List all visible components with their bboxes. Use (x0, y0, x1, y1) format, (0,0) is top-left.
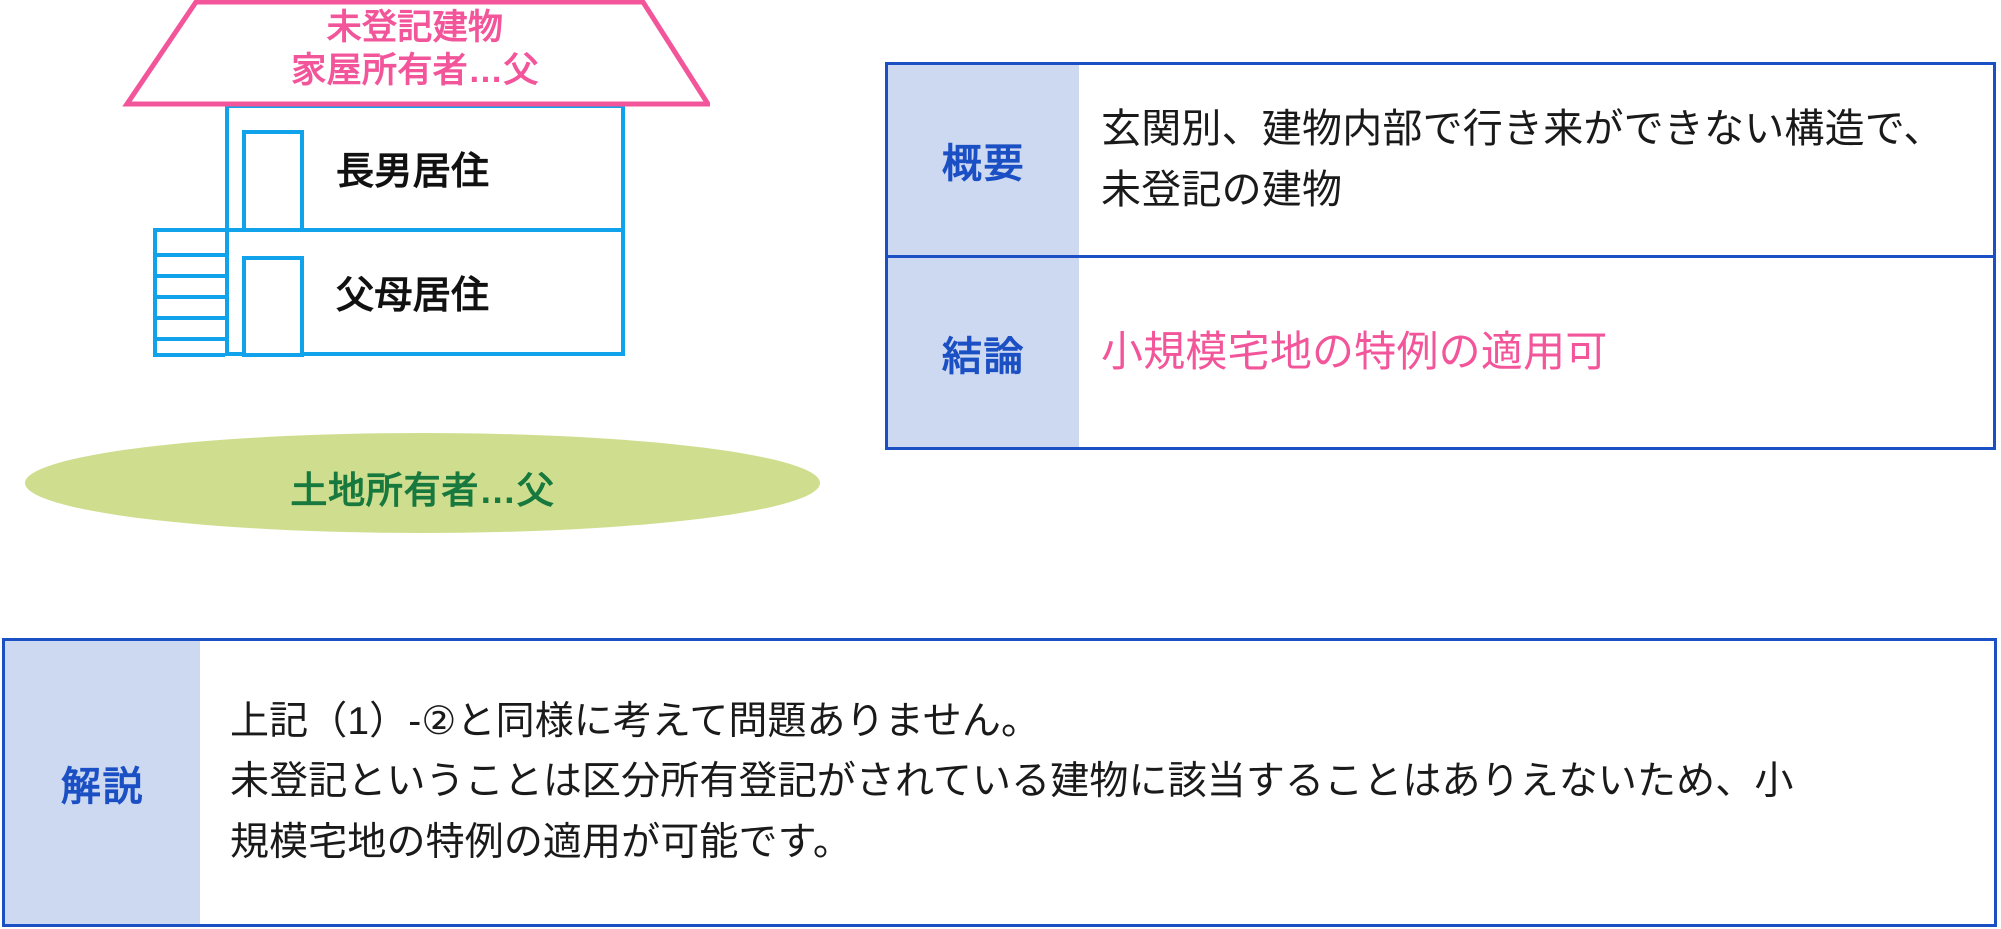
land-ellipse (25, 433, 820, 533)
explanation-row-header: 解説 (5, 641, 200, 924)
stair-step (157, 274, 225, 278)
stair-step (157, 253, 225, 257)
land-owner-label: 土地所有者…父 (290, 470, 555, 511)
lower-floor-door (242, 256, 304, 357)
roof-owner-label: 未登記建物 家屋所有者…父 (291, 8, 539, 91)
roof-shape (120, 0, 710, 108)
summary-table: 概要 玄関別、建物内部で行き来ができない構造で、未登記の建物 結論 小規模宅地の… (885, 62, 1996, 450)
explanation-line: 規模宅地の特例の適用が可能です。 (230, 820, 852, 864)
table-row: 結論 小規模宅地の特例の適用可 (888, 255, 1993, 447)
lower-floor-label: 父母居住 (336, 275, 490, 317)
overview-text: 玄関別、建物内部で行き来ができない構造で、未登記の建物 (1101, 107, 1944, 212)
overview-row-cell: 玄関別、建物内部で行き来ができない構造で、未登記の建物 (1079, 65, 1993, 255)
upper-floor-door (242, 130, 304, 232)
conclusion-row-cell: 小規模宅地の特例の適用可 (1079, 258, 1993, 447)
explanation-line: 未登記ということは区分所有登記がされている建物に該当することはありえないため、小 (230, 760, 1794, 804)
conclusion-text: 小規模宅地の特例の適用可 (1101, 328, 1608, 376)
table-row: 概要 玄関別、建物内部で行き来ができない構造で、未登記の建物 (888, 65, 1993, 255)
explanation-line: 上記（1）-②と同様に考えて問題ありません。 (230, 699, 1041, 743)
house-diagram: 土地所有者…父 長男居住 父母居住 未登記建物 家屋所有者…父 (0, 0, 880, 560)
stair-step (157, 295, 225, 299)
stair-step (157, 337, 225, 341)
upper-floor-label: 長男居住 (336, 151, 490, 193)
explanation-body: 上記（1）-②と同様に考えて問題ありません。 未登記ということは区分所有登記がさ… (200, 641, 1994, 924)
overview-row-header: 概要 (888, 65, 1079, 255)
explanation-box: 解説 上記（1）-②と同様に考えて問題ありません。 未登記ということは区分所有登… (2, 638, 1997, 927)
stair-step (157, 316, 225, 320)
conclusion-row-header: 結論 (888, 258, 1079, 447)
external-staircase (153, 228, 225, 357)
